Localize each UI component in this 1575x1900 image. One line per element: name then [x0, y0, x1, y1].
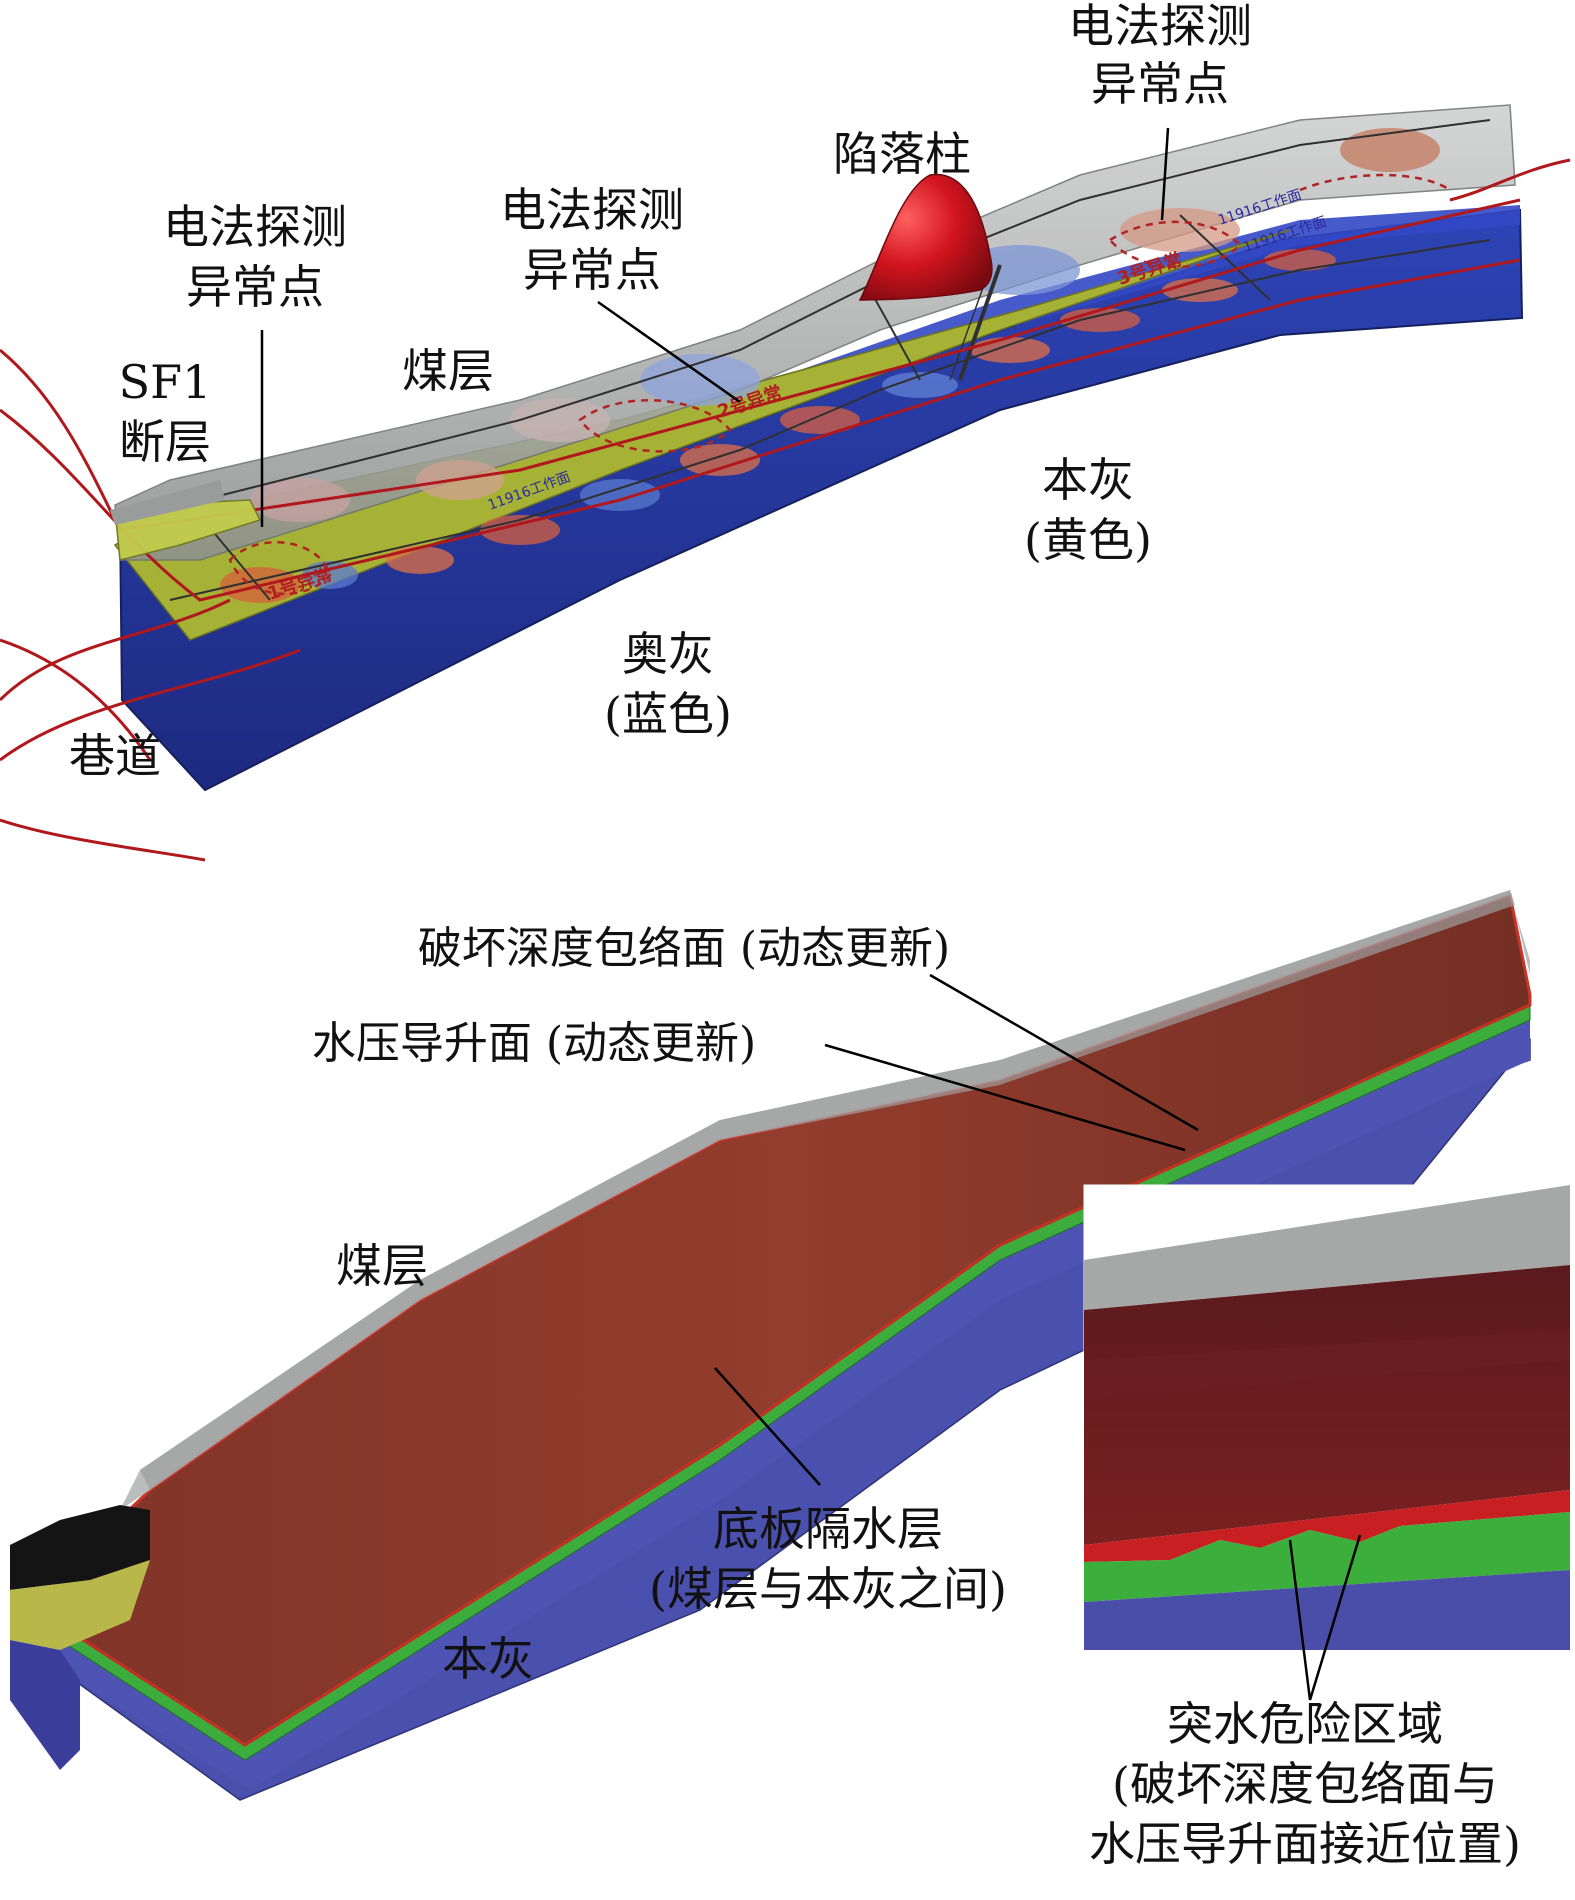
- label-aquiclude: 底板隔水层: [713, 1502, 943, 1556]
- label-coal-seam-top: 煤层: [402, 344, 494, 398]
- label-anomaly-left-line2: 异常点: [186, 260, 324, 314]
- label-anomaly-mid-line1: 电法探测: [500, 183, 684, 237]
- top-callouts: [260, 127, 1170, 527]
- label-danger-note-2: 水压导升面接近位置): [1089, 1817, 1521, 1871]
- inset-coal: [1084, 1185, 1570, 1310]
- inset-zoom: [1083, 1184, 1571, 1651]
- collapse-column: [858, 173, 993, 301]
- end-block-yellow: [10, 1560, 150, 1650]
- label-benhui-color: (黄色): [1024, 513, 1152, 567]
- bottom-callouts: [714, 973, 1362, 1701]
- label-aohui: 奥灰: [622, 627, 714, 681]
- top-panel-model: 1号异常 2号异常 3号异常 11916工作面 11916工作面 11916工作…: [0, 104, 1571, 862]
- inset-water-rise: [1084, 1512, 1570, 1602]
- end-block-blue: [10, 1640, 80, 1770]
- label-anomaly-right-line2: 异常点: [1091, 57, 1229, 111]
- label-roadway: 巷道: [69, 729, 161, 783]
- inset-damage-dark: [1084, 1265, 1570, 1545]
- inset-damage-band: [1084, 1330, 1570, 1400]
- label-fault: 断层: [119, 415, 211, 469]
- label-aohui-color: (蓝色): [604, 687, 732, 741]
- label-sf1: SF1: [119, 355, 212, 409]
- label-aquiclude-note: (煤层与本灰之间): [649, 1562, 1007, 1616]
- label-anomaly-left-line1: 电法探测: [163, 200, 347, 254]
- label-damage-envelope: 破坏深度包络面 (动态更新): [418, 923, 950, 974]
- label-coal-seam-bottom: 煤层: [336, 1239, 428, 1293]
- inset-damage-red: [1084, 1490, 1570, 1562]
- fault-grey-edge: [110, 480, 225, 525]
- label-danger-zone: 突水危险区域: [1167, 1697, 1443, 1751]
- label-anomaly-mid-line2: 异常点: [523, 243, 661, 297]
- end-block-black: [10, 1505, 150, 1590]
- label-danger-note-1: (破坏深度包络面与: [1112, 1757, 1498, 1811]
- label-anomaly-right-line1: 电法探测: [1068, 0, 1252, 53]
- label-benhui-top: 本灰: [1042, 453, 1134, 507]
- label-collapse-column: 陷落柱: [833, 127, 971, 181]
- inset-limestone: [1084, 1570, 1570, 1650]
- label-water-rise: 水压导升面 (动态更新): [312, 1018, 756, 1069]
- anomaly-contours: [228, 173, 1451, 595]
- label-benhui-bottom: 本灰: [442, 1632, 534, 1686]
- coal-seam-translucent: [140, 890, 1515, 1490]
